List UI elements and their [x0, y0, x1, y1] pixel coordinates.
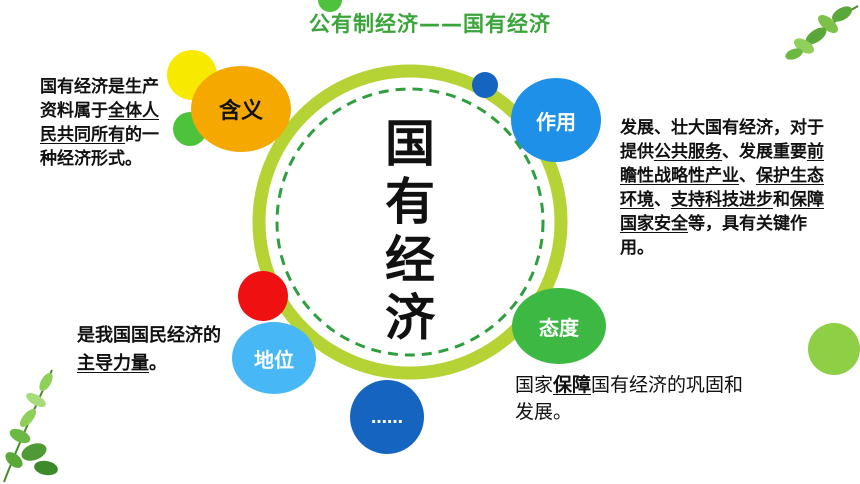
function-text-segment: 前瞻性战略 — [620, 142, 824, 186]
function-text-segment: 等，具 — [688, 214, 739, 234]
node-attitude[interactable]: 态度 — [512, 288, 606, 364]
status-text-segment: 主导力量 — [77, 353, 149, 374]
function-text-segment: 公共服务 — [654, 142, 722, 162]
center-title: 国 有 经 济 — [355, 104, 465, 347]
center-char-3: 经 — [385, 231, 435, 289]
center-char-4: 济 — [385, 289, 435, 347]
node-status-label: 地位 — [254, 347, 294, 372]
meaning-text-segment: 的一种经济 — [40, 125, 159, 169]
top-green-dot — [318, 0, 342, 12]
node-function[interactable]: 作用 — [511, 78, 601, 162]
node-attitude-label: 态度 — [539, 315, 579, 340]
leaf-branch-icon — [3, 369, 58, 483]
function-text-segment: 发展重要 — [739, 142, 807, 162]
status-text-segment: 济的 — [185, 325, 221, 346]
function-text-segment: 发展、壮大国有经济， — [620, 118, 790, 138]
leaf-branch-icon — [785, 5, 859, 60]
meaning-text-segment: 有 — [108, 125, 125, 145]
meaning-text-segment: 产资料属于 — [40, 77, 159, 121]
node-meaning-label: 含义 — [218, 99, 263, 124]
meaning-text-segment: 全 — [108, 101, 125, 121]
function-description: 发展、壮大国有经济，对于提供公共服务、发展重要前瞻性战略性产业、保护生态环境、支… — [620, 116, 836, 260]
node-more[interactable]: …… — [350, 380, 424, 454]
node-meaning[interactable]: 含义 — [191, 66, 291, 152]
status-text-segment: 是我国国民经 — [77, 325, 185, 346]
function-text-segment: 、 — [739, 166, 756, 186]
page-title: 公有制经济——国有经济 — [309, 12, 551, 36]
attitude-text-segment: 国家 — [515, 374, 554, 396]
central-ring — [252, 64, 568, 380]
meaning-text-segment: 国有经济是生 — [40, 77, 142, 97]
meaning-text-segment: 形式。 — [91, 149, 142, 169]
blue-dot — [472, 72, 498, 98]
function-text-segment: 性产业 — [688, 166, 739, 186]
node-function-label: 作用 — [536, 109, 576, 134]
red-dot — [238, 271, 288, 321]
function-text-segment: 和 — [773, 190, 790, 210]
attitude-description: 国家保障国有经济的巩固和发展。 — [515, 372, 745, 426]
attitude-text-segment: 保障 — [553, 374, 592, 396]
node-status[interactable]: 地位 — [232, 322, 316, 394]
function-text-segment: 支持科技进步 — [671, 190, 773, 210]
attitude-text-segment: 巩固和发展。 — [515, 374, 744, 423]
meaning-text-segment: 体人民共同所 — [40, 101, 159, 145]
node-more-label: …… — [371, 407, 403, 427]
function-text-segment: 保障国家安全 — [620, 190, 824, 234]
function-text-segment: 保护生态环 — [620, 166, 824, 210]
function-text-segment: 对于提供 — [620, 118, 824, 162]
function-text-segment: 、 — [654, 190, 671, 210]
function-text-segment: 有关键作用。 — [620, 214, 807, 258]
status-text-segment: 。 — [149, 353, 167, 374]
function-text-segment: 、 — [722, 142, 739, 162]
function-text-segment: 境 — [637, 190, 654, 210]
center-char-1: 国 — [385, 115, 435, 173]
light-green-dot — [808, 323, 860, 375]
meaning-description: 国有经济是生产资料属于全体人民共同所有的一种经济形式。 — [40, 75, 168, 171]
center-char-2: 有 — [385, 173, 435, 231]
status-description: 是我国国民经济的主导力量。 — [77, 322, 237, 378]
attitude-text-segment: 国有经济的 — [591, 374, 687, 396]
